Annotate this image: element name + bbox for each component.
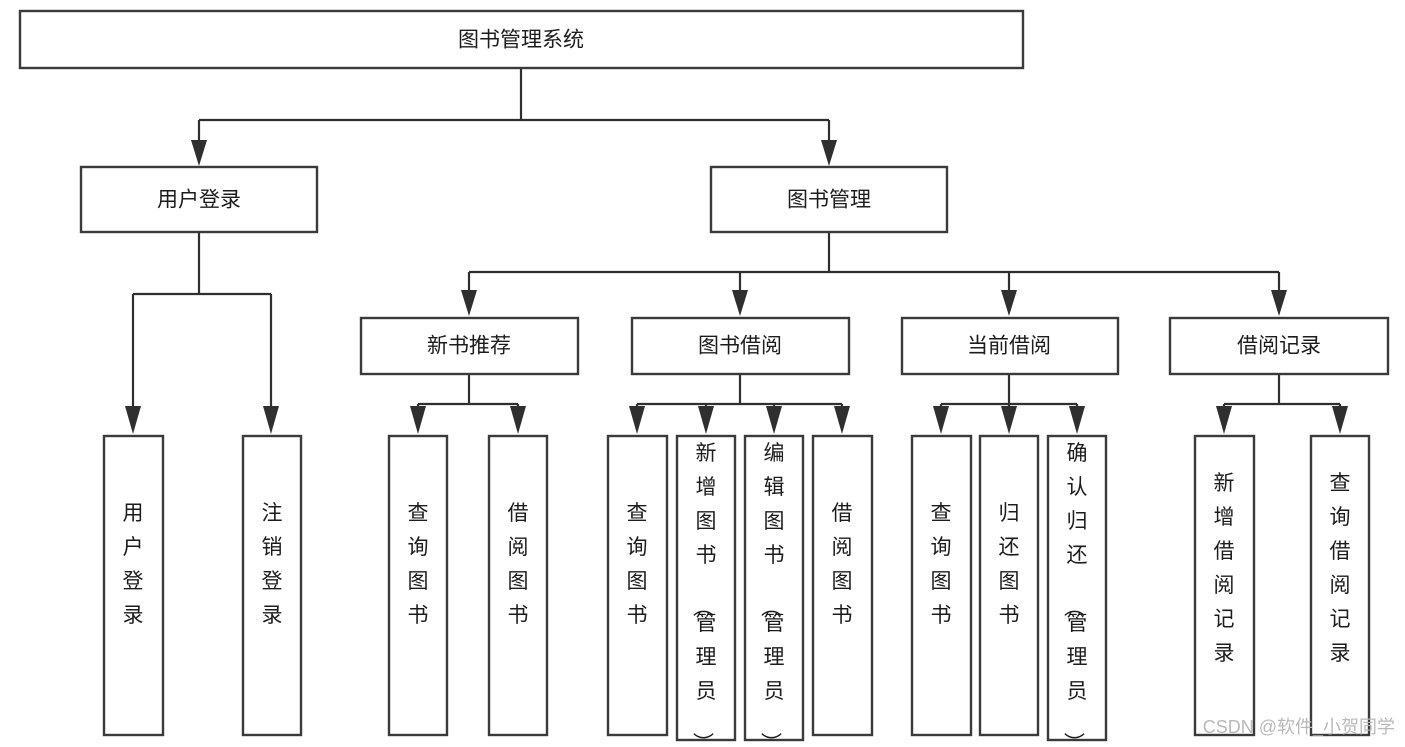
arrow-head-book-borrow — [732, 290, 748, 316]
node-book-manage-box[interactable] — [709, 165, 949, 234]
node-leaf-query-book-2-label: 查询图书 — [627, 502, 648, 627]
connector-group-root — [191, 68, 837, 166]
arrow-head-leaf-add-record — [1216, 406, 1232, 434]
node-leaf-query-record-box[interactable] — [1309, 434, 1371, 737]
node-leaf-logout[interactable]: 注销登录 — [241, 434, 303, 737]
arrow-head-new-book-rec — [461, 290, 477, 316]
arrow-head-leaf-return-book — [1001, 406, 1017, 434]
arrow-head-leaf-add-book — [698, 406, 714, 434]
node-leaf-borrow-book-1-box[interactable] — [487, 434, 549, 737]
arrow-head-leaf-edit-book — [766, 406, 782, 434]
node-borrow-record-box[interactable] — [1168, 316, 1390, 376]
connector-group-current-borrow — [933, 374, 1085, 434]
node-leaf-query-record-label: 查询借阅记录 — [1330, 472, 1351, 665]
node-leaf-add-record-box[interactable] — [1193, 434, 1256, 737]
node-leaf-logout-box[interactable] — [241, 434, 303, 737]
arrow-head-leaf-logout — [263, 406, 279, 434]
node-leaf-edit-book[interactable]: 编辑图书（管理员） — [743, 434, 805, 747]
node-user-login-box[interactable] — [79, 165, 319, 234]
node-leaf-return-book[interactable]: 归还图书 — [978, 434, 1040, 737]
node-leaf-add-book-label: 新增图书（管理员） — [691, 442, 717, 747]
connector-group-borrow-record — [1216, 374, 1348, 434]
node-leaf-add-record-label: 新增借阅记录 — [1214, 472, 1235, 665]
node-leaf-query-record[interactable]: 查询借阅记录 — [1309, 434, 1371, 737]
node-root-label: 图书管理系统 — [458, 29, 584, 52]
connector-group-book-borrow — [629, 374, 850, 434]
node-leaf-return-book-box[interactable] — [978, 434, 1040, 737]
node-leaf-borrow-book-2-box[interactable] — [811, 434, 874, 737]
node-new-book-rec-box[interactable] — [359, 316, 580, 376]
arrow-head-current-borrow — [1001, 290, 1017, 316]
node-leaf-add-book-box[interactable] — [675, 434, 737, 742]
node-book-borrow-box[interactable] — [630, 316, 851, 376]
node-leaf-user-login-box[interactable] — [102, 434, 165, 737]
node-book-manage-label: 图书管理 — [787, 189, 871, 212]
arrow-head-leaf-user-login — [125, 406, 141, 434]
node-root[interactable]: 图书管理系统 — [18, 9, 1025, 70]
csdn-watermark: CSDN @软件_小贺同学 — [1203, 717, 1395, 738]
node-book-borrow-label: 图书借阅 — [698, 335, 782, 358]
node-leaf-query-book-3-label: 查询图书 — [931, 502, 952, 627]
node-leaf-query-book-2[interactable]: 查询图书 — [606, 434, 669, 737]
arrow-head-book-manage — [821, 140, 837, 166]
node-user-login[interactable]: 用户登录 — [79, 165, 319, 234]
arrow-head-user-login — [191, 140, 207, 166]
node-root-box[interactable] — [18, 9, 1025, 70]
arrow-head-leaf-borrow-book-2 — [834, 406, 850, 434]
node-new-book-rec-label: 新书推荐 — [427, 335, 511, 358]
node-current-borrow-label: 当前借阅 — [967, 335, 1051, 358]
arrow-head-leaf-borrow-book-1 — [510, 406, 526, 434]
arrow-head-leaf-confirm-return — [1069, 406, 1085, 434]
node-leaf-query-book-3-box[interactable] — [910, 434, 973, 737]
connector-group-new-book-rec — [410, 374, 526, 434]
node-leaf-confirm-return-label: 确认归还（管理员） — [1062, 442, 1088, 747]
node-user-login-label: 用户登录 — [157, 189, 241, 212]
node-book-borrow[interactable]: 图书借阅 — [630, 316, 851, 376]
node-leaf-return-book-label: 归还图书 — [999, 502, 1020, 627]
node-leaf-query-book-2-box[interactable] — [606, 434, 669, 737]
node-borrow-record[interactable]: 借阅记录 — [1168, 316, 1390, 376]
node-leaf-logout-label: 注销登录 — [262, 502, 283, 627]
node-leaf-borrow-book-2-label: 借阅图书 — [832, 502, 853, 627]
arrow-head-leaf-query-book-2 — [629, 406, 645, 434]
node-current-borrow[interactable]: 当前借阅 — [900, 316, 1120, 376]
node-leaf-borrow-book-2[interactable]: 借阅图书 — [811, 434, 874, 737]
node-leaf-add-record[interactable]: 新增借阅记录 — [1193, 434, 1256, 737]
node-leaf-query-book-1-label: 查询图书 — [408, 502, 429, 627]
connector-group-book-manage — [461, 232, 1287, 316]
arrow-head-borrow-record — [1271, 290, 1287, 316]
node-leaf-add-book[interactable]: 新增图书（管理员） — [675, 434, 737, 747]
node-book-manage[interactable]: 图书管理 — [709, 165, 949, 234]
arrow-head-leaf-query-record — [1332, 406, 1348, 434]
node-leaf-edit-book-label: 编辑图书（管理员） — [759, 442, 785, 747]
node-leaf-query-book-1-box[interactable] — [387, 434, 449, 737]
node-leaf-confirm-return[interactable]: 确认归还（管理员） — [1046, 434, 1108, 747]
node-new-book-rec[interactable]: 新书推荐 — [359, 316, 580, 376]
node-current-borrow-box[interactable] — [900, 316, 1120, 376]
node-leaf-query-book-1[interactable]: 查询图书 — [387, 434, 449, 737]
node-leaf-query-book-3[interactable]: 查询图书 — [910, 434, 973, 737]
node-leaf-user-login[interactable]: 用户登录 — [102, 434, 165, 737]
arrow-head-leaf-query-book-1 — [410, 406, 426, 434]
connector-group-user-login — [125, 232, 279, 434]
node-leaf-user-login-label: 用户登录 — [123, 502, 144, 627]
node-leaf-borrow-book-1-label: 借阅图书 — [508, 502, 529, 627]
node-leaf-borrow-book-1[interactable]: 借阅图书 — [487, 434, 549, 737]
node-leaf-edit-book-box[interactable] — [743, 434, 805, 742]
node-borrow-record-label: 借阅记录 — [1237, 335, 1321, 358]
node-leaf-confirm-return-box[interactable] — [1046, 434, 1108, 742]
arrow-head-leaf-query-book-3 — [933, 406, 949, 434]
